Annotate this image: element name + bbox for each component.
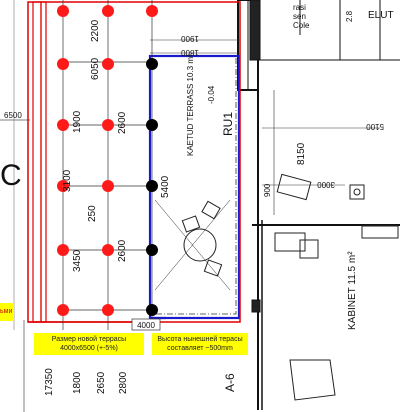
dim-1800-bottom: 1800 [72,371,83,394]
dim-900: 900 [263,183,272,197]
dim-17350: 17350 [44,368,55,396]
post-red [102,180,114,192]
post-black [146,58,158,70]
dim-3100: 3100 [62,169,73,192]
post-red [102,119,114,131]
dim-250: 250 [87,205,98,222]
existing-posts [146,58,158,316]
post-red [57,304,69,316]
dim-1900-top: 1900 [181,34,199,43]
post-red [57,5,69,17]
new-terrace-size-note: Размер новой террасы 4000x6500 (+-5%) [34,333,144,355]
top-right-text-4: 2.8 [345,10,354,22]
existing-terrace-height-note: Высота нынешней терасы составляет ~500mm [152,333,248,355]
cabinet-label: KABINET 11.5 m² [347,251,358,330]
building-walls [237,0,400,410]
dim-2650: 2650 [96,371,107,394]
post-red [102,58,114,70]
top-right-text-1: rasi [293,3,306,12]
dim-6050: 6050 [90,57,101,80]
post-red [102,304,114,316]
top-right-text-3: Cole [293,21,310,30]
axis-a6: A-6 [223,373,237,392]
post-red [57,180,69,192]
top-right-text-2: sen [293,12,306,21]
dim-2200: 2200 [90,19,101,42]
new-posts [57,5,158,316]
top-right-elu: ELUT [368,10,394,21]
post-red [57,58,69,70]
edge-note: ьми [0,303,14,321]
post-red [57,119,69,131]
dimension-lines [23,39,380,412]
post-black [146,180,158,192]
post-red [57,244,69,256]
post-red [146,5,158,17]
column-grid [62,0,155,330]
post-red [102,5,114,17]
dim-5100: 5100 [366,122,384,131]
dim-1900: 1900 [72,110,83,133]
dim-4000: 4000 [137,321,155,330]
dim-2800: 2800 [118,371,129,394]
room-ru1: RU1 [221,112,235,136]
dim-1800-top: 1800 [181,48,199,57]
level-mark: -0.04 [207,85,216,104]
dim-2600-b: 2600 [117,239,128,262]
post-red [102,244,114,256]
left-c: C [0,159,22,192]
furniture [154,173,399,401]
post-black [146,304,158,316]
post-black [146,244,158,256]
left-dim-6500: 6500 [4,111,22,120]
terrace-name: KAETUD TERRASS 10.3 m² [186,54,195,156]
new-terrace [27,1,241,323]
dim-3000: 3000 [317,180,335,189]
dim-2600-a: 2600 [117,111,128,134]
dim-8150: 8150 [296,142,307,165]
dim-5400: 5400 [160,175,171,198]
post-black [146,119,158,131]
dim-3450: 3450 [72,249,83,272]
